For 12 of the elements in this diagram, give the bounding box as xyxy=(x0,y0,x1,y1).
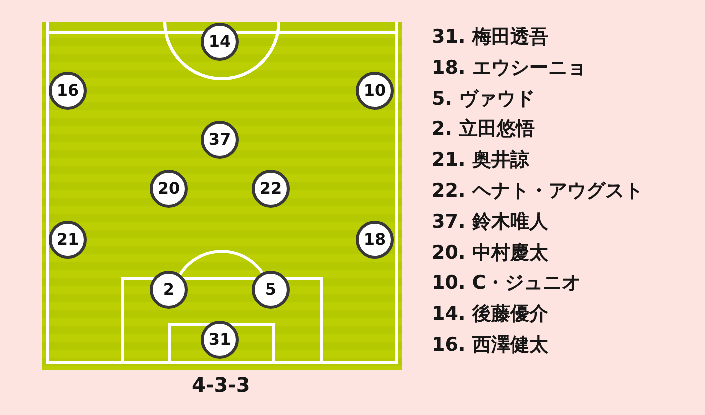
player-list-entry: 10. C・ジュニオ xyxy=(432,271,582,296)
player-list-entry: 16. 西澤健太 xyxy=(432,333,548,358)
player-list-entry: 18. エウシーニョ xyxy=(432,56,586,81)
formation-caption: 4-3-3 xyxy=(192,372,250,398)
player-list-entry: 37. 鈴木唯人 xyxy=(432,210,548,235)
player-list-entry: 5. ヴァウド xyxy=(432,87,536,112)
player-list-entry: 22. ヘナト・アウグスト xyxy=(432,179,644,204)
player-list-entry: 31. 梅田透吾 xyxy=(432,25,548,50)
player-list-entry: 14. 後藤優介 xyxy=(432,302,548,327)
player-list-entry: 21. 奥井諒 xyxy=(432,148,530,173)
player-list-entry: 20. 中村慶太 xyxy=(432,241,548,266)
player-list-entry: 2. 立田悠悟 xyxy=(432,117,536,142)
